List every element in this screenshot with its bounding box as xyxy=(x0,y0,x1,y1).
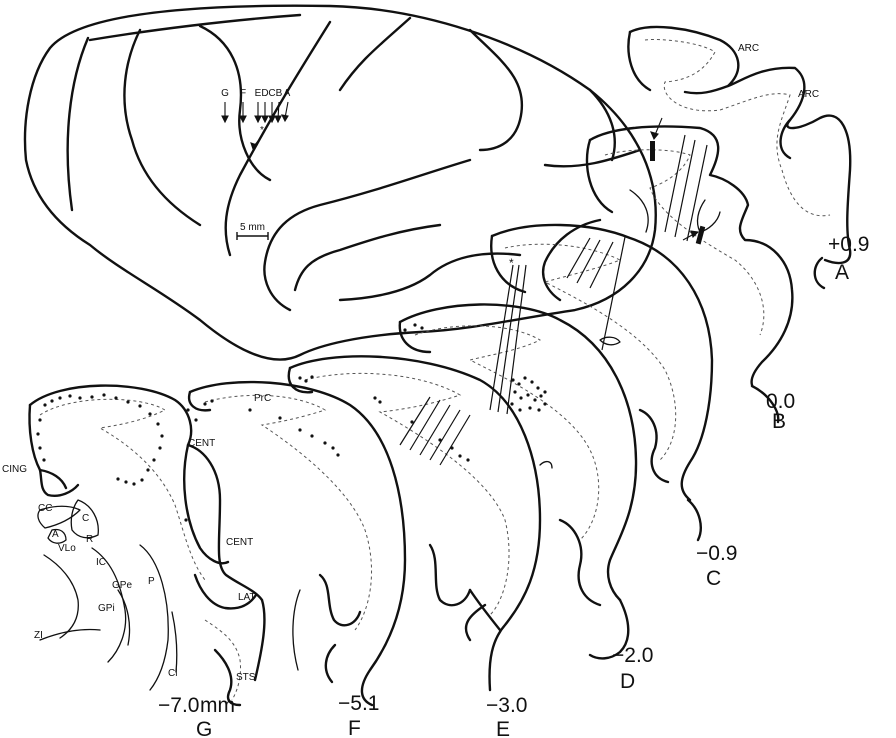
sulcus-2 xyxy=(124,30,200,225)
section-g-value: −7.0 xyxy=(158,694,199,717)
scale-bar xyxy=(237,232,268,240)
sulcus-3 xyxy=(200,26,270,180)
section-c-tail xyxy=(688,500,701,540)
section-g-zona-incerta xyxy=(40,629,100,640)
sulcus-10 xyxy=(295,225,440,290)
section-b: 0.0 B xyxy=(587,118,795,433)
section-f-label-prc: PrC xyxy=(254,393,271,404)
sulcus-12 xyxy=(543,220,600,300)
section-e-fold-3 xyxy=(466,605,485,640)
section-g-label-gpi: GPi xyxy=(98,603,115,614)
sulcus-5 xyxy=(340,18,410,90)
section-e-fold-1 xyxy=(430,545,470,605)
section-g-label-r: R xyxy=(86,534,93,545)
section-a-value: +0.9 xyxy=(828,233,869,256)
plane-letter-c: C xyxy=(268,88,275,99)
plane-letter-g: G xyxy=(221,88,229,99)
section-g-label-a: A xyxy=(52,529,59,540)
brain-lateral-view: G F E D C B A * 5 mm xyxy=(25,6,656,360)
section-d-labeled-cells xyxy=(403,323,546,411)
section-e-letter: E xyxy=(496,718,510,738)
section-c: −0.9 C xyxy=(491,225,737,590)
section-g-labeled-cells xyxy=(36,393,197,521)
sulcus-1 xyxy=(68,38,88,210)
section-d-sulcus-1 xyxy=(540,462,552,468)
section-a-label-arc-1: ARC xyxy=(738,43,759,54)
section-f-medial-line xyxy=(293,590,300,670)
section-c-outline xyxy=(492,225,712,500)
section-g-label-cl: Cl xyxy=(168,668,177,679)
section-g-label-zi: ZI xyxy=(34,630,43,641)
section-b-letter: B xyxy=(772,410,786,433)
section-g-label-vlo: VLo xyxy=(58,543,76,554)
section-a-tail xyxy=(815,258,824,288)
ear-region xyxy=(630,190,648,232)
section-f-fold-2 xyxy=(326,645,335,682)
section-d-asterisk: * xyxy=(509,256,514,270)
section-e: −3.0 E xyxy=(289,356,540,738)
section-d-value: −2.0 xyxy=(612,644,653,667)
plane-letter-b: B xyxy=(276,88,283,99)
plane-letter-f: F xyxy=(240,88,246,99)
section-g-label-cent-1: CENT xyxy=(188,438,215,449)
section-g-letter: G xyxy=(196,718,212,738)
section-g-label-cing: CING xyxy=(2,464,27,475)
section-g-label-lat: LAT xyxy=(238,592,256,603)
section-e-value: −3.0 xyxy=(486,694,527,717)
section-g-label-p: P xyxy=(148,576,155,587)
section-f-fold-1 xyxy=(320,575,360,625)
section-c-fold xyxy=(640,410,668,482)
section-a-arc-fold-1 xyxy=(685,86,728,93)
section-b-outline xyxy=(590,127,792,386)
brain-asterisk: * xyxy=(260,125,264,136)
section-g: CING CENT CENT LAT STS CC C A R VLo IC G… xyxy=(2,386,264,738)
section-a-label-arc-2: ARC xyxy=(798,89,819,100)
section-f-labeled-cells xyxy=(203,399,339,456)
section-d-fold-1 xyxy=(560,520,600,605)
brain-outline xyxy=(25,6,656,360)
section-a-letter: A xyxy=(835,261,849,284)
section-d-letter: D xyxy=(620,670,635,693)
section-b-inner xyxy=(587,140,612,212)
section-g-unit: mm xyxy=(200,694,235,717)
section-a: ARC ARC +0.9 A xyxy=(628,27,869,288)
section-e-white-matter xyxy=(305,373,509,615)
plane-letter-a: A xyxy=(284,88,291,99)
section-g-claustrum xyxy=(172,612,177,672)
section-g-medial xyxy=(29,405,78,496)
section-c-letter: C xyxy=(706,567,721,590)
section-g-putamen xyxy=(140,545,168,690)
principal-sulcus xyxy=(545,150,640,166)
section-g-label-gpe: GPe xyxy=(112,580,132,591)
scale-bar-label: 5 mm xyxy=(240,222,265,233)
section-g-thalamus xyxy=(44,555,78,638)
section-g-label-sts: STS xyxy=(236,672,256,683)
section-d: * −2.0 D xyxy=(400,256,654,693)
section-f-letter: F xyxy=(348,717,361,738)
section-g-globus-pallidus xyxy=(118,590,130,645)
section-g-cingulate xyxy=(40,470,66,488)
section-g-outline xyxy=(30,386,264,680)
section-f-value: −5.1 xyxy=(338,692,379,715)
section-g-label-cent-2: CENT xyxy=(226,537,253,548)
section-g-label-c: C xyxy=(82,513,89,524)
section-g-label-ic: IC xyxy=(96,557,106,568)
section-g-label-cc: CC xyxy=(38,503,52,514)
section-c-white-matter xyxy=(505,244,676,460)
section-g-central-fold xyxy=(184,445,228,563)
section-a-inner xyxy=(628,32,650,90)
section-f-white-matter xyxy=(205,395,372,630)
section-c-value: −0.9 xyxy=(696,542,737,565)
section-e-fold-2 xyxy=(470,590,500,630)
section-b-white-matter xyxy=(605,150,764,335)
section-f: PrC −5.1 F xyxy=(189,382,405,738)
section-d-white-matter xyxy=(415,326,599,540)
